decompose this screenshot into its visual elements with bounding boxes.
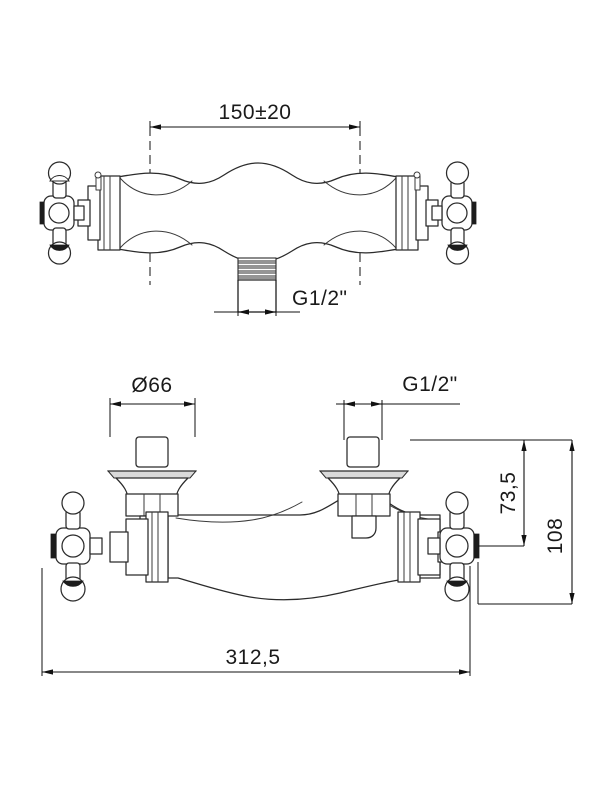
front-body-contour-upper-left (175, 501, 303, 523)
top-left-handle-hub-circle (48, 202, 70, 224)
front-left-handle-arm-right (89, 537, 103, 555)
top-left-handle-knob-shadow (49, 244, 70, 251)
front-right-handle-knob-up (445, 491, 469, 515)
top-left-valve-assembly (39, 161, 121, 265)
front-left-valve-neck (109, 531, 129, 563)
front-left-handle-knob-up (61, 491, 85, 515)
top-right-contour-lower (323, 230, 397, 249)
front-left-valve-body (125, 518, 149, 576)
right-escutcheon-stem (351, 515, 377, 539)
top-right-handle-arm-left (431, 205, 443, 221)
front-left-valve-assembly (50, 491, 169, 602)
front-outlet-thread-label: G1/2" (402, 373, 457, 396)
front-right-handle-hub-circle (445, 534, 469, 558)
top-left-cross-handle[interactable] (39, 161, 85, 265)
overall-height-label: 108 (544, 518, 567, 555)
right-riser-cap (346, 436, 380, 468)
front-left-handle-shadow (50, 533, 57, 559)
left-riser-cap (135, 436, 169, 468)
escutcheon-diameter-dimension: Ø66 (109, 374, 196, 437)
top-right-handle-knob-up (445, 161, 470, 185)
top-outlet-thread-hatch (237, 257, 277, 281)
front-right-collar (397, 511, 421, 583)
top-right-valve-pin-head (413, 171, 421, 179)
front-left-collar (145, 511, 169, 583)
top-right-handle-shadow (471, 201, 477, 225)
front-view-group: Ø66 G1/2" (41, 373, 575, 676)
overall-width-dimension: 312,5 (41, 566, 471, 676)
top-right-contour (323, 177, 397, 196)
top-right-valve-assembly (395, 161, 477, 265)
top-right-cross-handle[interactable] (431, 161, 477, 265)
top-left-contour-lower (119, 230, 193, 249)
top-outlet-dimension: G1/2" (214, 280, 347, 316)
front-right-handle-knob-shadow (446, 580, 468, 587)
handle-height-label: 73,5 (497, 472, 520, 515)
top-left-handle-knob-up-cap (49, 175, 70, 182)
front-left-handle-knob-shadow (62, 580, 84, 587)
front-right-escutcheon (318, 436, 410, 539)
front-right-handle-arm-left (427, 537, 441, 555)
top-left-handle-arm-right (73, 205, 85, 221)
escutcheon-diameter-label: Ø66 (131, 374, 172, 397)
front-outlet-dimension: G1/2" (336, 373, 460, 440)
overall-height-dimension: 108 (478, 439, 575, 605)
front-left-handle-hub-circle (61, 534, 85, 558)
front-left-cross-handle[interactable] (50, 491, 103, 602)
top-outlet-thread-label: G1/2" (292, 287, 347, 310)
top-outlet (237, 257, 277, 313)
top-view-group: 150±20 G (39, 101, 477, 316)
top-centre-distance-dimension: 150±20 (149, 101, 361, 133)
left-escutcheon-flange (106, 470, 198, 479)
centre-distance-label: 150±20 (219, 101, 292, 124)
top-left-handle-shadow (39, 201, 45, 225)
top-right-handle-knob-shadow (447, 244, 468, 251)
overall-width-label: 312,5 (225, 646, 280, 669)
front-right-valve-assembly (397, 491, 480, 602)
top-view-body (117, 162, 399, 261)
top-left-valve-pin-head (94, 171, 102, 179)
top-left-contour (119, 177, 193, 196)
top-right-handle-hub-circle (446, 202, 468, 224)
top-outlet-spigot (237, 279, 277, 313)
front-right-handle-shadow (473, 533, 480, 559)
front-right-cross-handle[interactable] (427, 491, 480, 602)
right-escutcheon-flange (318, 470, 410, 479)
right-escutcheon-collar (337, 493, 391, 517)
handle-height-dimension: 73,5 (410, 439, 527, 547)
